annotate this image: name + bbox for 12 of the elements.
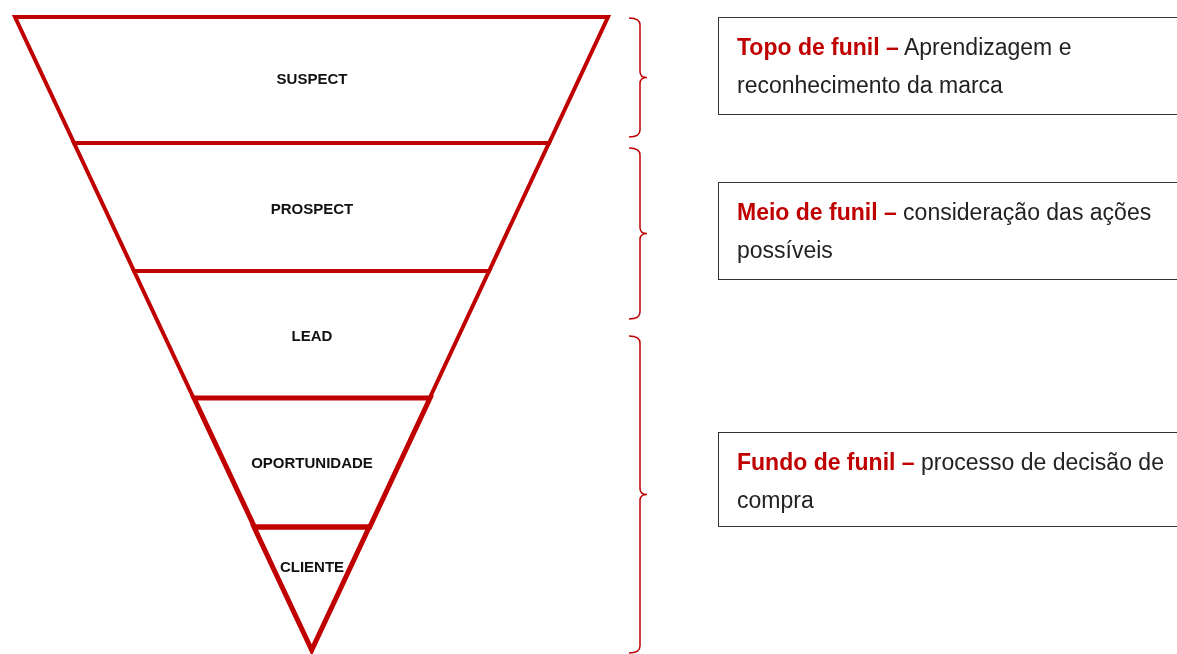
description-text: Topo de funil – Aprendizagem e reconhecimento da marca	[737, 33, 1073, 100]
description-box	[718, 432, 1177, 527]
funnel-stage	[134, 271, 490, 398]
description-box	[718, 182, 1177, 280]
stage-label: LEAD	[291, 326, 333, 344]
description-text: Meio de funil – consideração das ações possíveis	[737, 198, 1153, 265]
description-text: Fundo de funil – processo de decisão de compra	[737, 448, 1165, 515]
stage-label: PROSPECT	[270, 199, 354, 217]
description-box	[718, 17, 1177, 115]
stage-label: SUSPECT	[276, 69, 348, 87]
funnel-stage	[74, 143, 550, 271]
funnel-stage	[15, 17, 608, 143]
